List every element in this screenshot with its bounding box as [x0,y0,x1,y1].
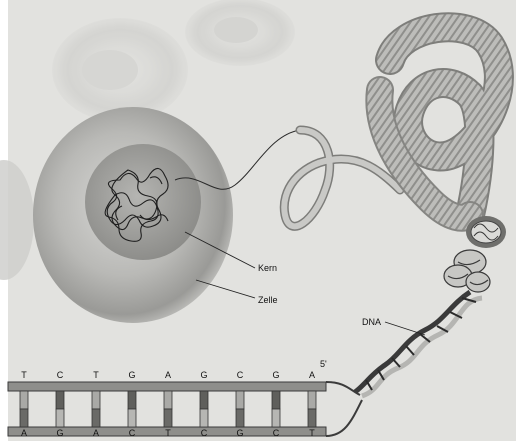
top-base-letter: T [89,371,103,380]
base-pair-rung-bottom [308,409,316,427]
bottom-base-letter: G [233,429,247,438]
top-base-letter: G [269,371,283,380]
bottom-base-letter: A [17,429,31,438]
base-pair-rung-bottom [236,409,244,427]
top-base-letter: G [197,371,211,380]
background-cell-center [82,50,138,90]
bottom-base-letter: A [89,429,103,438]
top-base-letter: C [53,371,67,380]
base-pair-rung-bottom [56,409,64,427]
base-pair-rung-top [128,391,136,409]
base-pair-rung-top [236,391,244,409]
base-pair-rung-top [20,391,28,409]
top-base-letter: G [125,371,139,380]
base-pair-rung-top [92,391,100,409]
bottom-base-letter: C [269,429,283,438]
base-pair-rung-top [308,391,316,409]
base-pair-rung-bottom [272,409,280,427]
base-pair-rung-top [272,391,280,409]
label-5-prime: 5' [320,360,327,369]
base-pair-rung-bottom [20,409,28,427]
bottom-base-letter: T [161,429,175,438]
top-base-letter: A [161,371,175,380]
top-base-letter: A [305,371,319,380]
base-pair-rung-top [56,391,64,409]
base-pair-rung-bottom [200,409,208,427]
nucleus [85,144,201,260]
top-base-letter: C [233,371,247,380]
label-zelle: Zelle [258,296,278,305]
label-kern: Kern [258,264,277,273]
base-pair-rung-bottom [164,409,172,427]
background-cell-center [214,17,258,43]
base-pair-rung-bottom [92,409,100,427]
bottom-base-letter: G [53,429,67,438]
bottom-base-letter: T [305,429,319,438]
base-pair-rung-top [200,391,208,409]
bottom-base-letter: C [197,429,211,438]
cell [33,107,233,323]
label-dna: DNA [362,318,381,327]
base-pair-rung-top [164,391,172,409]
top-base-letter: T [17,371,31,380]
base-pair-rung-bottom [128,409,136,427]
solenoid-end [466,216,506,248]
bottom-base-letter: C [125,429,139,438]
